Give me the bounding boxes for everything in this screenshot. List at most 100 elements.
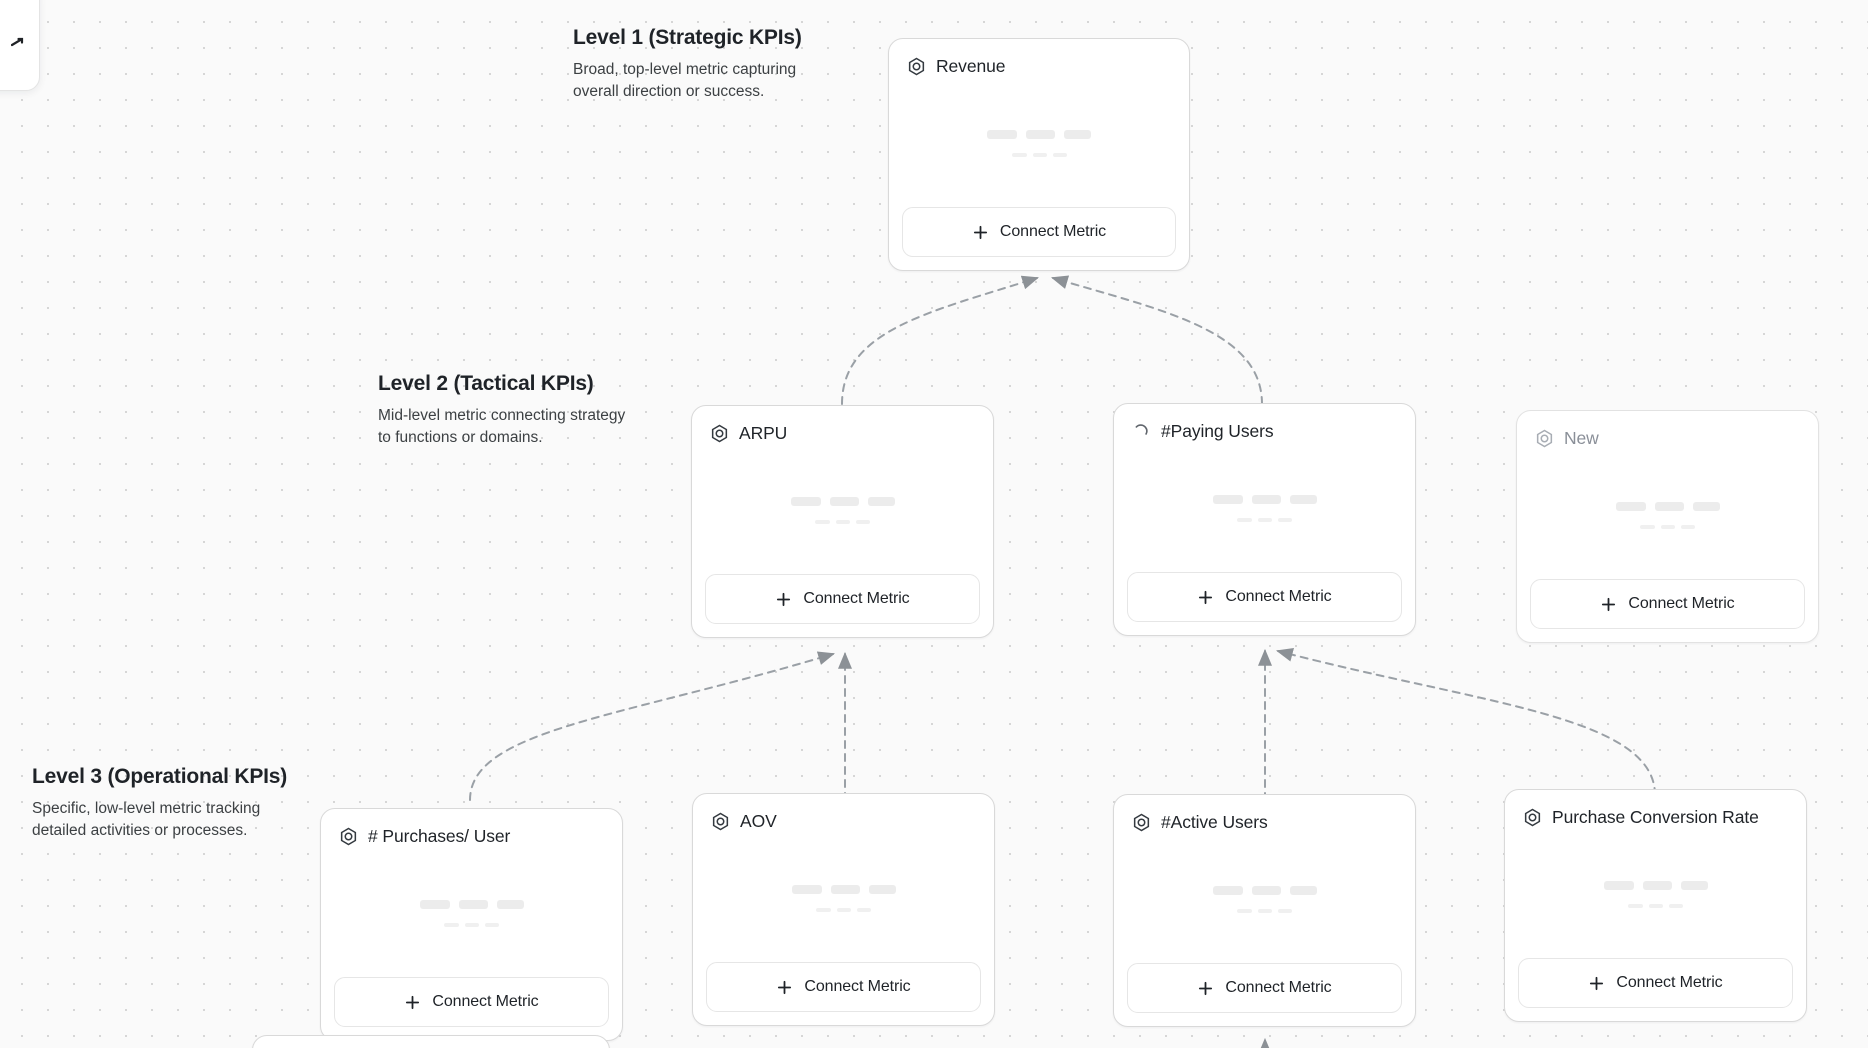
card-header: Revenue	[889, 39, 1189, 77]
connect-metric-button[interactable]: Connect Metric	[705, 574, 980, 624]
hexagon-icon	[1132, 813, 1151, 832]
skeleton-bar	[1052, 152, 1067, 157]
card-header: #Paying Users	[1114, 404, 1415, 442]
skeleton-row-secondary	[1237, 908, 1292, 913]
skeleton-row-primary	[1615, 501, 1720, 511]
connect-metric-label: Connect Metric	[803, 590, 910, 607]
connect-metric-label: Connect Metric	[1225, 979, 1332, 996]
card-skeleton-body	[1517, 449, 1818, 579]
metric-card-active-users[interactable]: #Active Users Connect Metric	[1113, 794, 1416, 1027]
skeleton-bar	[1603, 880, 1634, 890]
connect-metric-button[interactable]: Connect Metric	[1518, 958, 1793, 1008]
skeleton-row-secondary	[1011, 152, 1067, 157]
metric-card-aov[interactable]: AOV Connect Metric	[692, 793, 995, 1026]
plus-icon	[404, 994, 421, 1011]
card-title: # Purchases/ User	[368, 826, 511, 846]
skeleton-bar	[1681, 524, 1695, 529]
hexagon-icon	[1523, 808, 1542, 827]
skeleton-bar	[1661, 524, 1675, 529]
skeleton-row-secondary	[816, 907, 871, 912]
level-1-title: Level 1 (Strategic KPIs)	[573, 26, 802, 49]
hexagon-icon	[907, 57, 926, 76]
card-skeleton-body	[693, 832, 994, 962]
level-2-description: Mid-level metric connecting strategy to …	[378, 407, 626, 446]
skeleton-row-primary	[790, 496, 895, 506]
skeleton-bar	[1615, 501, 1646, 511]
card-title: #Paying Users	[1161, 421, 1274, 441]
skeleton-bar	[485, 922, 499, 927]
skeleton-row-primary	[1603, 880, 1708, 890]
card-skeleton-body	[1505, 828, 1806, 958]
skeleton-bar	[867, 496, 895, 506]
skeleton-bar	[1212, 885, 1243, 895]
card-skeleton-body	[321, 847, 622, 977]
level-1-label-group: Level 1 (Strategic KPIs) Broad, top-leve…	[573, 26, 828, 103]
floating-panel-clipped[interactable]	[0, 0, 40, 91]
skeleton-bar	[1628, 903, 1643, 908]
card-header: New	[1517, 411, 1818, 449]
connect-metric-button[interactable]: Connect Metric	[1127, 963, 1402, 1013]
skeleton-bar	[1251, 494, 1281, 504]
card-title: New	[1564, 428, 1599, 448]
hexagon-icon	[710, 424, 729, 443]
skeleton-bar	[1237, 517, 1252, 522]
connect-metric-label: Connect Metric	[1225, 588, 1332, 605]
skeleton-bar	[857, 907, 871, 912]
plus-icon	[776, 979, 793, 996]
connect-metric-label: Connect Metric	[804, 978, 911, 995]
hexagon-icon	[1535, 429, 1554, 448]
skeleton-row-primary	[1212, 494, 1317, 504]
skeleton-bar	[1011, 152, 1027, 157]
metric-card-paying-users[interactable]: #Paying Users Connect Metric	[1113, 403, 1416, 636]
cursor-icon	[11, 37, 24, 47]
edge-paying-users-to-revenue	[1050, 275, 1263, 405]
skeleton-bar	[1258, 908, 1272, 913]
connect-metric-button[interactable]: Connect Metric	[1127, 572, 1402, 622]
level-1-description: Broad, top-level metric capturing overal…	[573, 61, 797, 100]
card-title: AOV	[740, 811, 777, 831]
skeleton-bar	[444, 922, 459, 927]
metric-card-purchases-per-user[interactable]: # Purchases/ User Connect Metric	[320, 808, 623, 1041]
plus-icon	[1588, 975, 1605, 992]
connect-metric-button[interactable]: Connect Metric	[706, 962, 981, 1012]
plus-icon	[1197, 980, 1214, 997]
skeleton-row-secondary	[444, 922, 499, 927]
skeleton-bar	[458, 899, 488, 909]
metric-card-revenue[interactable]: Revenue Connect Metric	[888, 38, 1190, 271]
skeleton-bar	[419, 899, 450, 909]
connect-metric-label: Connect Metric	[432, 993, 539, 1010]
skeleton-bar	[1278, 517, 1292, 522]
metric-card-clipped-bottom[interactable]	[252, 1035, 610, 1048]
skeleton-bar	[868, 884, 896, 894]
plus-icon	[1600, 596, 1617, 613]
skeleton-bar	[1258, 517, 1272, 522]
skeleton-bar	[856, 519, 870, 524]
skeleton-row-primary	[791, 884, 896, 894]
skeleton-bar	[1640, 524, 1655, 529]
skeleton-bar	[987, 129, 1017, 139]
connect-metric-button[interactable]: Connect Metric	[902, 207, 1176, 257]
skeleton-row-secondary	[815, 519, 870, 524]
plus-icon	[972, 224, 989, 241]
hexagon-icon	[711, 812, 730, 831]
skeleton-bar	[836, 519, 850, 524]
skeleton-row-primary	[419, 899, 524, 909]
card-header: ARPU	[692, 406, 993, 444]
metric-card-purchase-conversion-rate[interactable]: Purchase Conversion Rate Connect Metric	[1504, 789, 1807, 1022]
card-skeleton-body	[1114, 833, 1415, 963]
plus-icon	[1197, 589, 1214, 606]
skeleton-bar	[837, 907, 851, 912]
skeleton-bar	[1289, 885, 1317, 895]
connect-metric-button[interactable]: Connect Metric	[1530, 579, 1805, 629]
skeleton-bar	[830, 884, 860, 894]
skeleton-row-secondary	[1237, 517, 1292, 522]
card-skeleton-body	[1114, 442, 1415, 572]
metric-card-new[interactable]: New Connect Metric	[1516, 410, 1819, 643]
connect-metric-button[interactable]: Connect Metric	[334, 977, 609, 1027]
metric-card-arpu[interactable]: ARPU Connect Metric	[691, 405, 994, 638]
skeleton-row-secondary	[1640, 524, 1695, 529]
skeleton-bar	[465, 922, 479, 927]
edge-arpu-to-revenue	[841, 275, 1040, 405]
connect-metric-label: Connect Metric	[999, 223, 1107, 240]
